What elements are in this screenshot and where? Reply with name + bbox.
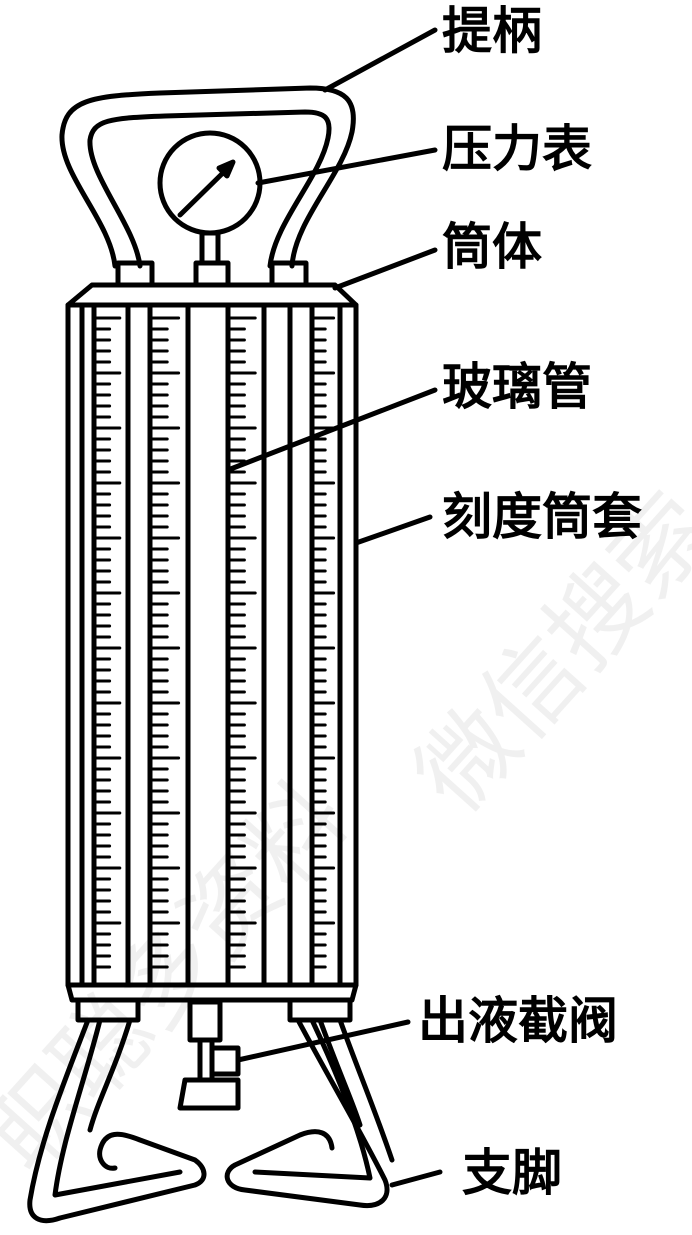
leader-support-legs [389, 1169, 443, 1188]
right-foot-mount [287, 997, 353, 1023]
cylinder-top-cap [65, 282, 359, 308]
carry-handle [59, 85, 356, 269]
label-pressure-gauge: 压力表 [442, 120, 592, 178]
leader-scale-sleeve [353, 514, 433, 546]
right-fitting [269, 260, 309, 288]
valve-body [187, 999, 223, 1043]
leader-cylinder-body [332, 247, 438, 291]
label-support-legs: 支脚 [462, 1144, 562, 1202]
valve-outlet [177, 1077, 241, 1111]
left-leg-inner [52, 1017, 183, 1198]
label-cylinder-body: 筒体 [442, 218, 542, 276]
center-fitting [193, 260, 231, 288]
leader-glass-tube [225, 387, 438, 473]
label-glass-tube: 玻璃管 [442, 358, 592, 416]
label-scale-sleeve: 刻度筒套 [442, 488, 642, 546]
label-handle: 提柄 [442, 2, 542, 60]
leader-pressure-gauge [255, 147, 438, 186]
left-support-leg [27, 1017, 207, 1224]
scale-sleeve-ribs [79, 302, 343, 988]
carry-handle-inner [87, 109, 332, 269]
leader-outlet-valve [235, 1019, 411, 1063]
gauge-stem [199, 230, 221, 266]
valve-handle [209, 1045, 241, 1077]
left-fitting [115, 260, 155, 288]
label-outlet-valve: 出液截阀 [418, 992, 618, 1050]
gauge-needle-tip [216, 159, 236, 179]
scale-ticks [94, 316, 336, 969]
left-foot-mount [75, 997, 141, 1023]
leader-handle [322, 27, 438, 93]
